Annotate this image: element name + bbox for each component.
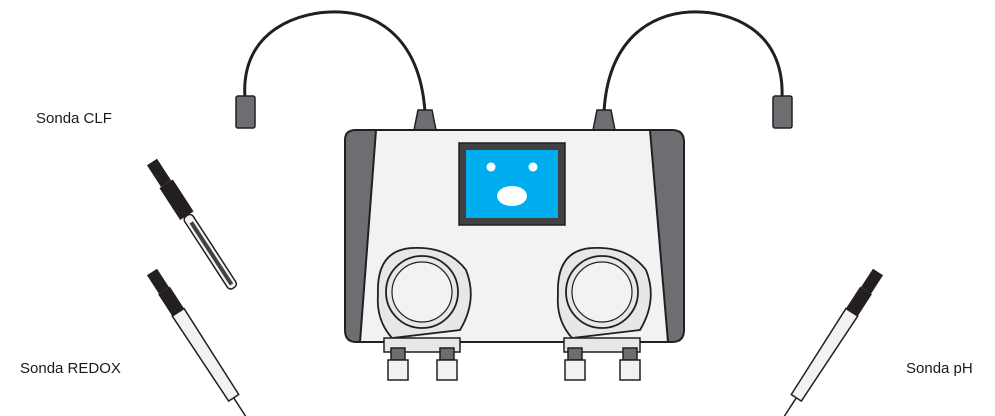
probe-clf-label: Sonda CLF <box>36 110 112 127</box>
probe-ph <box>783 268 884 416</box>
display-eye-left <box>486 162 496 172</box>
cable-left-plug <box>413 109 437 131</box>
display-eye-right <box>528 162 538 172</box>
display-screen <box>466 150 558 218</box>
display-mouth <box>497 186 527 206</box>
probe-redox <box>146 268 247 416</box>
cable-left-end-connector <box>235 95 256 129</box>
probe-redox-label: Sonda REDOX <box>20 360 121 377</box>
peristaltic-pump-right <box>556 247 652 353</box>
cable-right-plug <box>592 109 616 131</box>
probe-ph-label: Sonda pH <box>906 360 973 377</box>
controller-unit <box>344 129 685 381</box>
cable-right <box>602 10 784 113</box>
peristaltic-pump-left <box>376 247 472 353</box>
hose-fittings <box>387 347 641 381</box>
cable-right-end-connector <box>772 95 793 129</box>
cable-left <box>243 10 427 113</box>
probe-clf <box>146 158 238 290</box>
